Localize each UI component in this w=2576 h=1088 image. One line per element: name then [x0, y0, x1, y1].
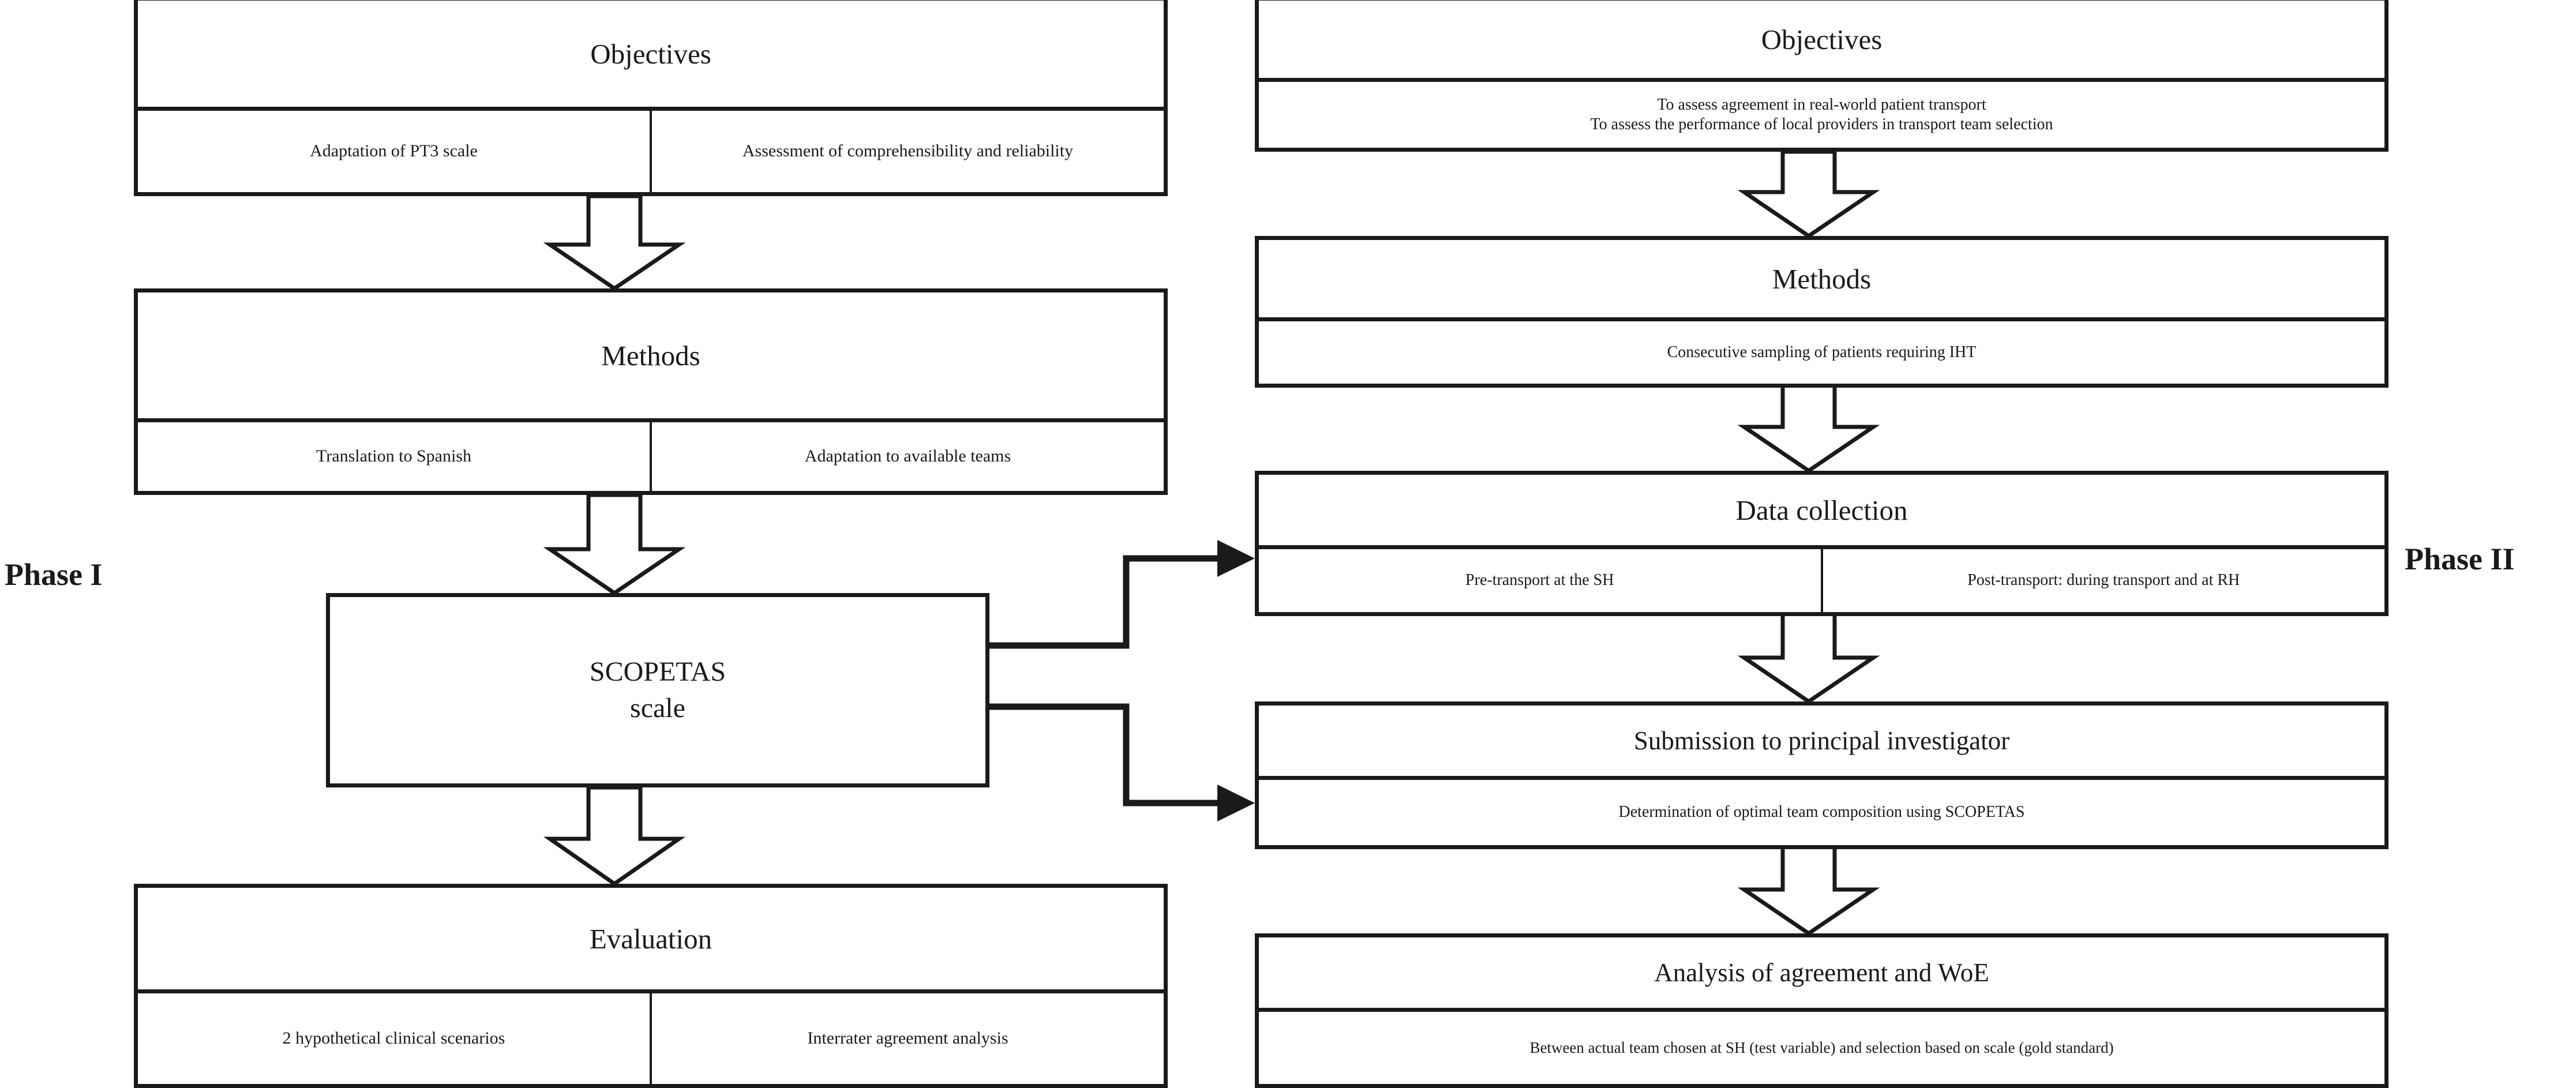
- box-evaluation-phase1: Evaluation 2 hypothetical clinical scena…: [134, 884, 1168, 1088]
- box-cell-interrater-agreement: Interrater agreement analysis: [650, 993, 1164, 1084]
- box-cell-between-actual-team: Between actual team chosen at SH (test v…: [1529, 1039, 2114, 1057]
- box-methods-phase1: Methods Translation to Spanish Adaptatio…: [134, 288, 1168, 495]
- phase-label-1: Phase I: [5, 557, 103, 592]
- connector-scopetas-to-submission: [989, 703, 1226, 806]
- connector-scopetas-to-data-collection: [989, 555, 1226, 649]
- box-cell-determination-team-composition: Determination of optimal team compositio…: [1618, 803, 2025, 821]
- box-subrow: Determination of optimal team compositio…: [1259, 776, 2384, 845]
- box-analysis-agreement-woe: Analysis of agreement and WoE Between ac…: [1255, 933, 2388, 1088]
- box-methods-phase2: Methods Consecutive sampling of patients…: [1255, 236, 2388, 388]
- scopetas-label-wrap: SCOPETAS scale: [590, 654, 726, 726]
- box-subrow: To assess agreement in real-world patien…: [1259, 78, 2384, 148]
- box-header: Objectives: [590, 37, 711, 70]
- phase-label-2: Phase II: [2405, 542, 2515, 576]
- box-cell-assessment-comprehensibility: Assessment of comprehensibility and reli…: [650, 111, 1164, 192]
- box-subrow: Between actual team chosen at SH (test v…: [1259, 1008, 2384, 1084]
- box-cell-translation-spanish: Translation to Spanish: [316, 447, 471, 466]
- box-submission-principal-investigator: Submission to principal investigator Det…: [1255, 701, 2388, 849]
- box-header: Data collection: [1735, 494, 1908, 526]
- box-subrow: Consecutive sampling of patients requiri…: [1259, 317, 2384, 384]
- box-cell-post-transport: Post-transport: during transport and at …: [1820, 549, 2385, 612]
- box-objectives-phase2: Objectives To assess agreement in real-w…: [1255, 0, 2388, 152]
- box-subrow: Translation to Spanish Adaptation to ava…: [138, 418, 1164, 491]
- arrow-down-submission-to-analysis: [1737, 843, 1880, 936]
- box-objectives-phase1: Objectives Adaptation of PT3 scale Asses…: [134, 0, 1168, 196]
- arrow-down-objectives2-to-methods2: [1737, 149, 1880, 239]
- box-scopetas-scale: SCOPETAS scale: [326, 593, 989, 787]
- box-subrow: Pre-transport at the SH Post-transport: …: [1259, 545, 2384, 612]
- arrow-down-data-collection-to-submission: [1737, 610, 1880, 704]
- box-header: Objectives: [1761, 23, 1883, 55]
- box-cell-objectives-list: To assess agreement in real-world patien…: [1590, 95, 2053, 133]
- box-cell-pre-transport: Pre-transport at the SH: [1465, 571, 1614, 590]
- arrow-down-methods-to-scopetas: [543, 493, 686, 596]
- box-subrow: Adaptation of PT3 scale Assessment of co…: [138, 107, 1164, 192]
- box-header: Methods: [601, 339, 700, 372]
- box-cell-hypothetical-scenarios: 2 hypothetical clinical scenarios: [282, 1029, 505, 1048]
- arrow-down-scopetas-to-evaluation: [543, 785, 686, 887]
- box-cell-adaptation-pt3: Adaptation of PT3 scale: [310, 141, 478, 161]
- box-header: Analysis of agreement and WoE: [1654, 958, 1989, 987]
- box-header: Methods: [1772, 262, 1872, 295]
- box-header: Evaluation: [589, 922, 713, 955]
- box-data-collection: Data collection Pre-transport at the SH …: [1255, 471, 2388, 616]
- arrowhead-data-collection: [1217, 540, 1255, 577]
- arrowhead-submission: [1217, 785, 1255, 821]
- arrow-down-objectives-to-methods: [543, 194, 686, 291]
- box-subrow: 2 hypothetical clinical scenarios Interr…: [138, 989, 1164, 1084]
- box-cell-consecutive-sampling: Consecutive sampling of patients requiri…: [1667, 343, 1977, 361]
- scopetas-subtitle: scale: [630, 692, 685, 723]
- scopetas-title: SCOPETAS: [589, 656, 726, 688]
- box-cell-adaptation-teams: Adaptation to available teams: [650, 422, 1164, 491]
- box-header: Submission to principal investigator: [1633, 726, 2010, 755]
- arrow-down-methods2-to-data-collection: [1737, 382, 1880, 474]
